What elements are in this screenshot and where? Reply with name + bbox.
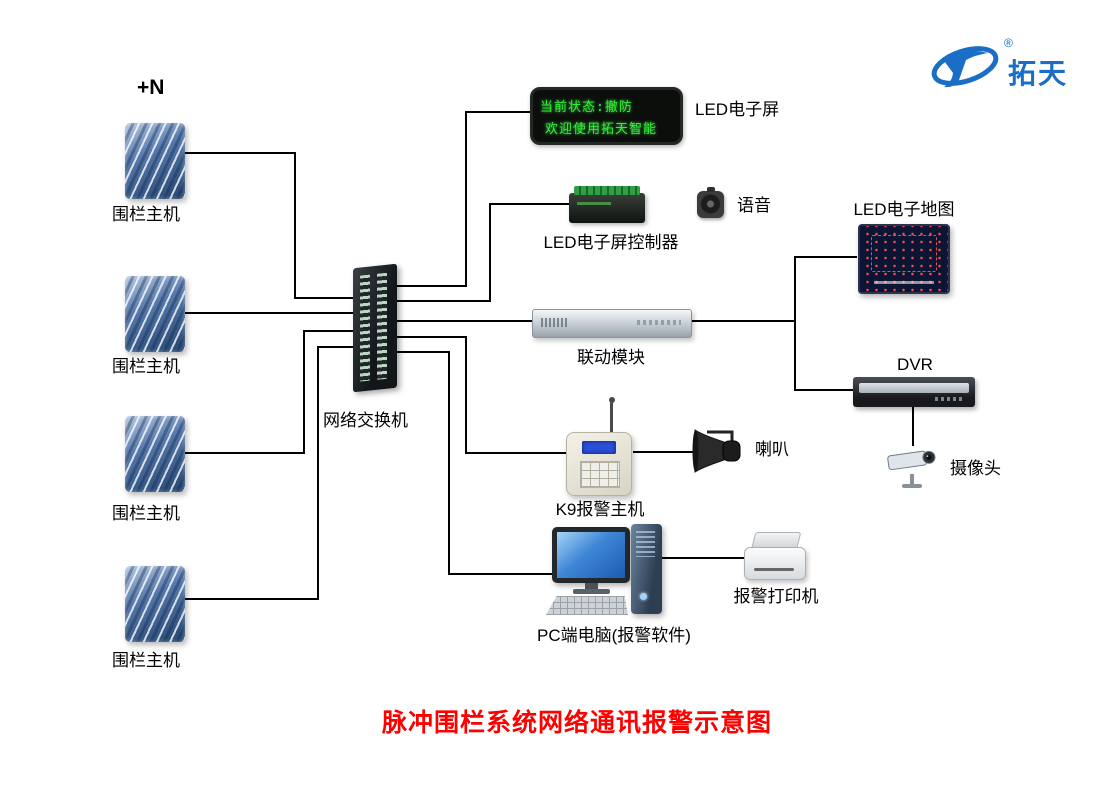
dvr-icon [853, 377, 975, 407]
printer-slot [754, 568, 794, 571]
wire-host3-switch [185, 330, 357, 454]
switch-port-column [377, 272, 387, 380]
wire-host1-switch [185, 152, 357, 299]
wire-switch-controller [396, 203, 570, 302]
cctv-camera-icon [887, 450, 936, 488]
fence-host-icon [125, 276, 185, 352]
k9-label: K9报警主机 [555, 500, 645, 519]
brand-logo-icon [931, 46, 999, 88]
diagram-title: 脉冲围栏系统网络通讯报警示意图 [381, 709, 772, 737]
led-controller-icon [569, 186, 645, 223]
brand-name: 拓天 [1008, 58, 1069, 89]
k9-screen [582, 441, 616, 454]
wire-switch-k9 [396, 336, 567, 454]
horn-label: 喇叭 [755, 440, 789, 459]
k9-antenna [608, 397, 615, 434]
switch-port-column [360, 274, 370, 382]
registered-mark: ® [1004, 36, 1013, 50]
wire-junction-map-dvr [794, 256, 857, 391]
horn-speaker-icon [692, 429, 741, 473]
network-switch-icon [353, 263, 397, 393]
pc-label: PC端电脑(报警软件) [537, 626, 691, 645]
wire-switch-pc [396, 351, 553, 575]
led-controller-label: LED电子屏控制器 [543, 233, 679, 252]
pc-monitor-icon [552, 527, 630, 583]
brand-logo: ® 拓天 [928, 36, 1098, 96]
printer-icon [744, 532, 806, 580]
linkage-module-icon [532, 309, 692, 338]
network-switch-label: 网络交换机 [323, 411, 408, 430]
led-screen-text-line2: 欢迎使用拓天智能 [545, 121, 658, 137]
audio-label: 语音 [737, 196, 771, 215]
linkage-module-label: 联动模块 [577, 348, 645, 367]
k9-alarm-host-icon [566, 397, 632, 500]
printer-label: 报警打印机 [733, 587, 819, 606]
fence-host-label: 围栏主机 [112, 205, 180, 224]
fence-host-icon [125, 566, 185, 642]
fence-host-label: 围栏主机 [112, 651, 180, 670]
fence-host-icon [125, 123, 185, 199]
camera-label: 摄像头 [950, 459, 1001, 478]
wire-host4-switch [185, 346, 357, 600]
fence-count-label: +N [137, 76, 165, 99]
dvr-label: DVR [897, 355, 933, 374]
led-screen-icon: 当前状态:撤防 欢迎使用拓天智能 [530, 87, 683, 145]
printer-body [744, 547, 806, 580]
wire-switch-ledscreen [396, 111, 531, 287]
led-screen-label: LED电子屏 [695, 100, 780, 119]
k9-body [566, 432, 632, 496]
led-map-label: LED电子地图 [853, 200, 955, 219]
audio-speaker-icon [697, 187, 724, 218]
led-screen-text-line1: 当前状态:撤防 [540, 99, 633, 115]
k9-keypad [580, 461, 620, 488]
pc-monitor-stand [585, 583, 598, 591]
fence-host-label: 围栏主机 [112, 357, 180, 376]
fence-host-label: 围栏主机 [112, 504, 180, 523]
fence-host-icon [125, 416, 185, 492]
pc-keyboard-icon [546, 596, 628, 615]
led-map-icon [858, 224, 950, 294]
pc-tower-icon [631, 524, 662, 614]
pc-monitor-base [573, 589, 610, 594]
